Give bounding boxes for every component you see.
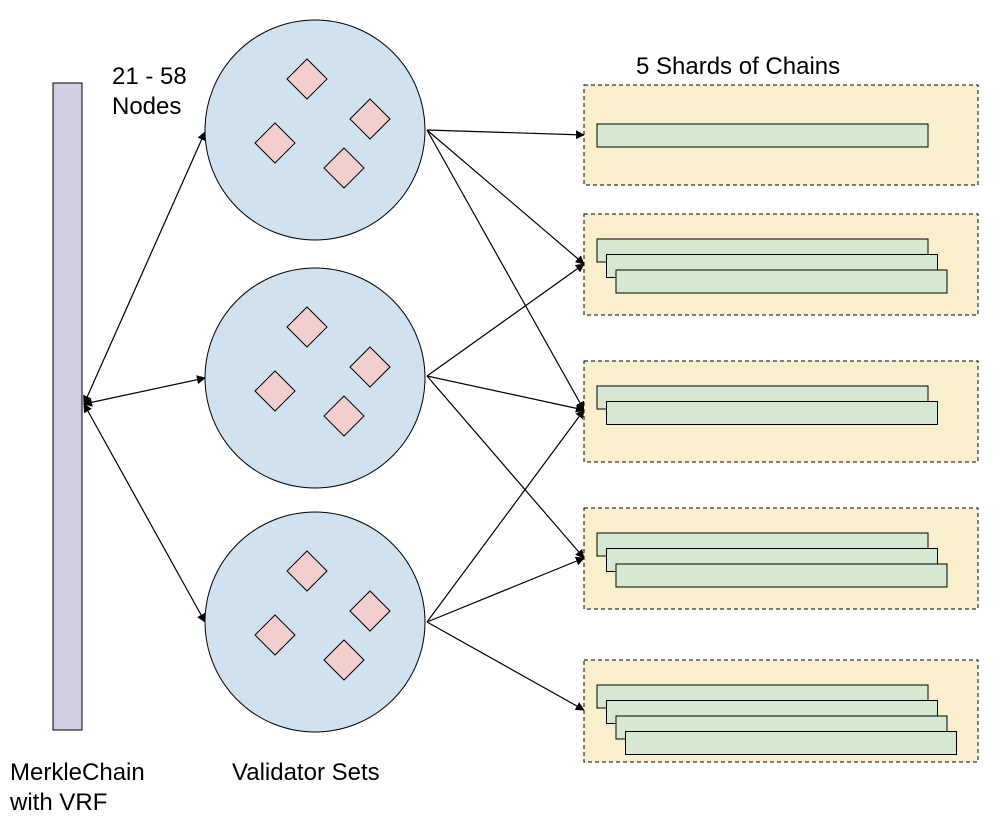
shards-label: 5 Shards of Chains (636, 53, 841, 80)
merkle-chain-label: MerkleChain with VRF (10, 759, 145, 816)
shard-box (583, 213, 979, 316)
validator-shard-arrow (426, 556, 585, 623)
validator-sets-label: Validator Sets (232, 759, 380, 786)
validator-node (254, 370, 296, 412)
validator-shard-arrow (426, 375, 585, 559)
shard-box (583, 507, 979, 610)
validator-node (349, 346, 391, 388)
chain-bar (615, 269, 948, 294)
validator-node (349, 590, 391, 632)
validator-set (204, 267, 426, 489)
validator-shard-arrow (426, 129, 585, 140)
validator-node (323, 395, 365, 437)
validator-set (204, 511, 426, 733)
validator-node (286, 550, 328, 592)
validator-shard-arrow (426, 263, 585, 377)
validator-node (254, 614, 296, 656)
validator-shard-arrow (426, 375, 585, 413)
validator-node (323, 639, 365, 681)
shard-box (583, 360, 979, 463)
validator-node (286, 58, 328, 100)
validator-shard-arrow (426, 409, 585, 623)
chain-bar (596, 123, 929, 148)
validator-node (286, 306, 328, 348)
chain-bar (606, 401, 938, 425)
shards-layer (583, 84, 979, 763)
merkle-chain-bar (52, 82, 83, 731)
validator-shard-arrow (426, 129, 585, 265)
shard-box (583, 84, 979, 186)
shard-box (583, 659, 979, 763)
validator-sets-layer (204, 19, 426, 733)
validator-node (254, 122, 296, 164)
validator-circle (204, 511, 426, 733)
connection-layer (83, 129, 585, 711)
validator-shard-arrow (426, 129, 585, 411)
validator-set (204, 19, 426, 241)
validator-circle (204, 19, 426, 241)
chain-bar (625, 731, 957, 755)
nodes-count-label: 21 - 58 Nodes (112, 63, 187, 120)
merkle-validator-arrow (83, 131, 206, 405)
validator-node (349, 98, 391, 140)
chain-bar (615, 563, 948, 588)
validator-node (323, 147, 365, 189)
merkle-validator-arrow (83, 403, 206, 623)
validator-circle (204, 267, 426, 489)
merkle-validator-arrow (83, 375, 206, 407)
validator-shard-arrow (426, 621, 585, 711)
